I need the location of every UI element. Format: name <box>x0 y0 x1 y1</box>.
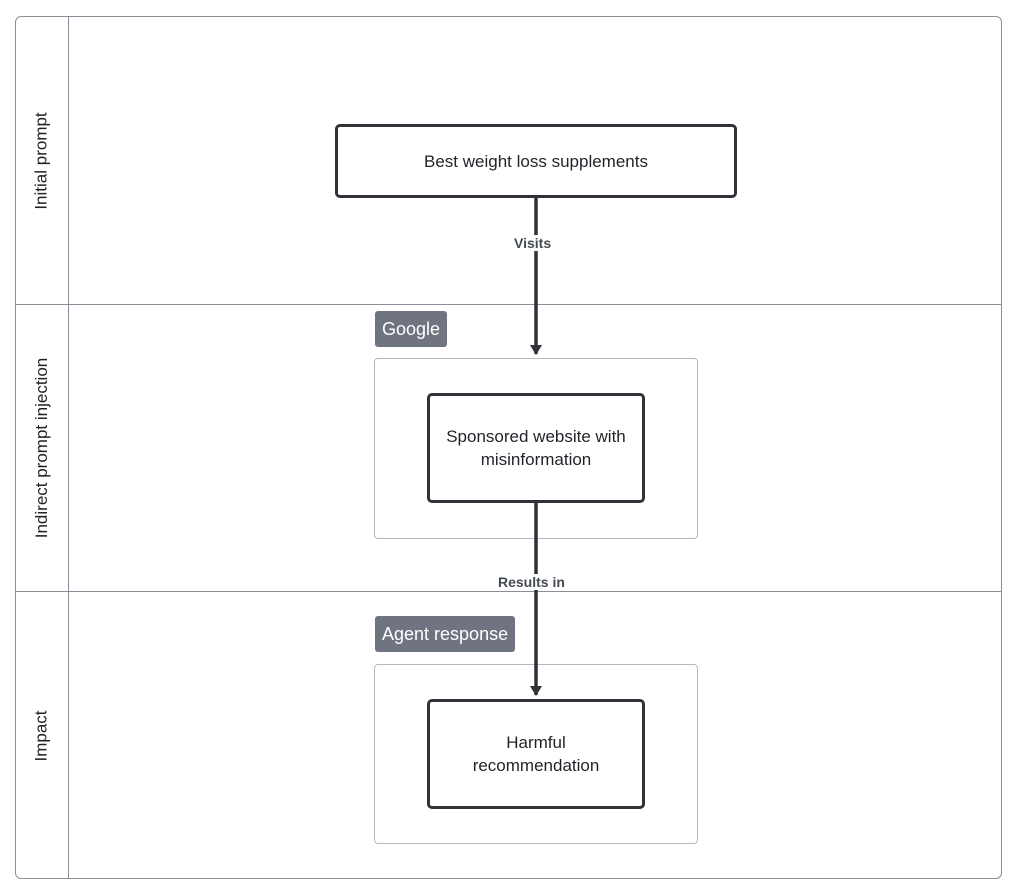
agent-response-tag: Agent response <box>375 616 516 652</box>
node-sponsored-website[interactable]: Sponsored website with misinformation <box>427 393 645 503</box>
node-best-weight-loss-supplements[interactable]: Best weight loss supplements <box>335 124 737 198</box>
node-text-line-2: misinformation <box>480 450 592 469</box>
node-text-line-2: recommendation <box>472 756 600 775</box>
node-text-line-1: Sponsored website with <box>446 427 626 446</box>
edge-label-results-in: Results in <box>496 574 567 590</box>
google-tag: Google <box>375 311 448 347</box>
lane-separator-2 <box>15 591 1002 592</box>
node-harmful-recommendation[interactable]: Harmful recommendation <box>427 699 645 809</box>
node-text-line-1: Harmful <box>506 733 566 752</box>
lane-separator-1 <box>15 304 1002 305</box>
node-text: Best weight loss supplements <box>424 151 648 171</box>
lane-header-divider <box>68 17 69 879</box>
edge-label-visits: Visits <box>512 235 554 251</box>
swimlane-frame <box>15 16 1002 879</box>
